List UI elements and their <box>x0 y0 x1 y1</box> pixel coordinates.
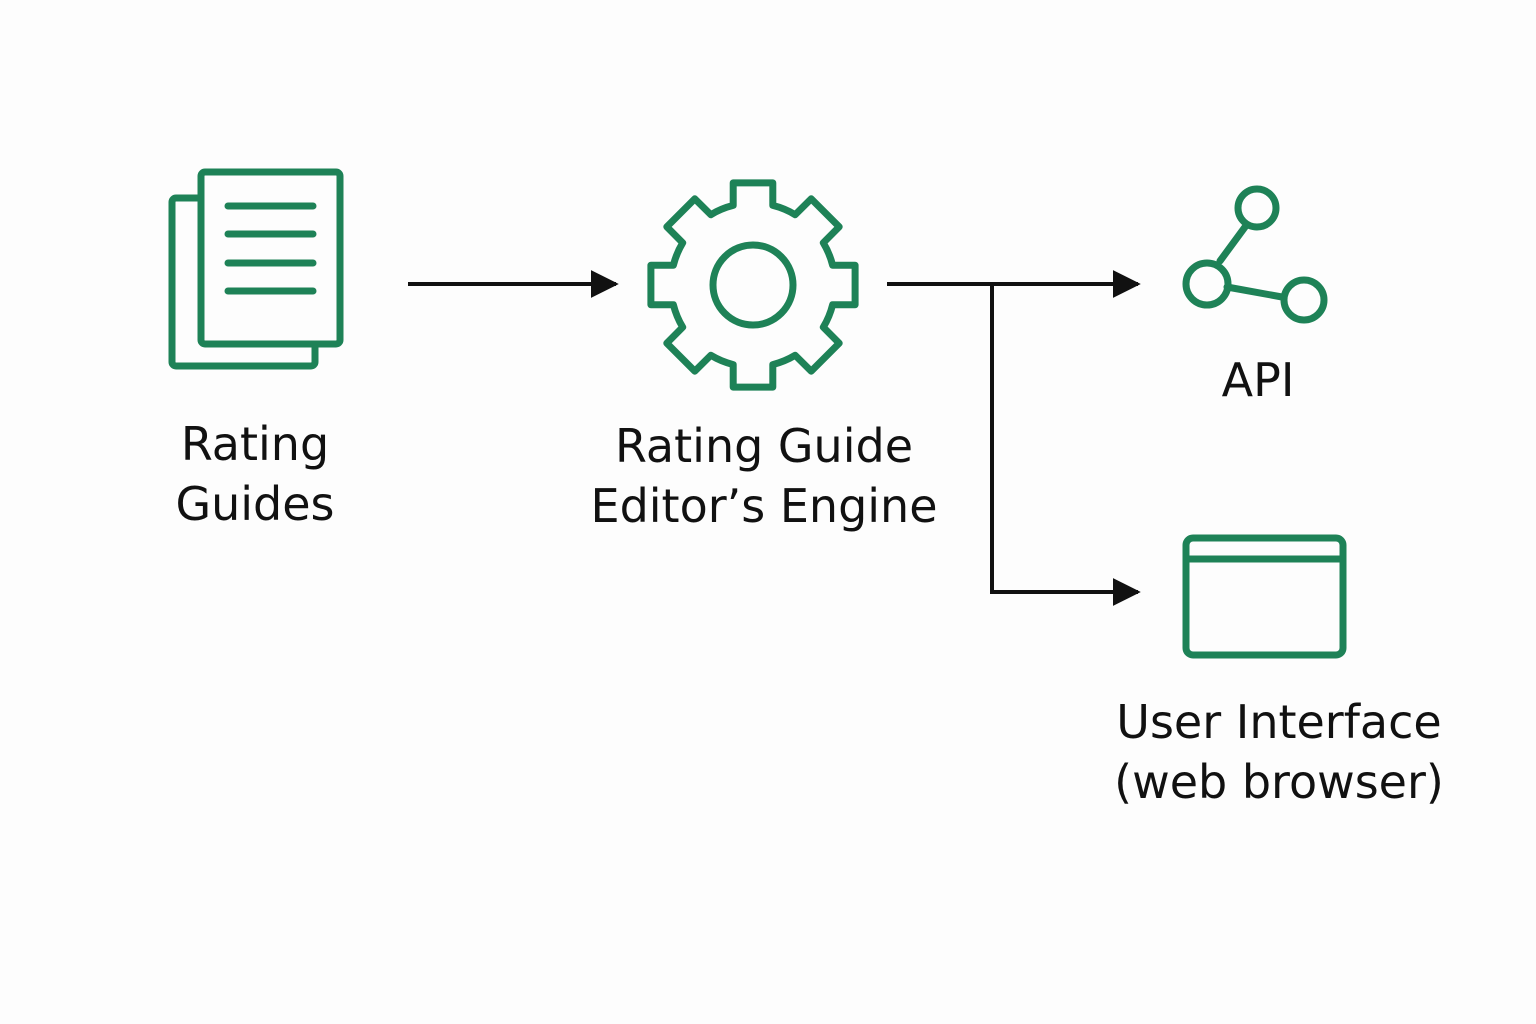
gear-icon <box>647 179 859 391</box>
rating-guides-label-line2: Guides <box>175 477 335 531</box>
engine-label-line2: Editor’s Engine <box>590 479 938 533</box>
documents-icon <box>168 168 344 370</box>
engine-label-line1: Rating Guide <box>614 419 913 473</box>
user-interface-label-line2: (web browser) <box>1114 755 1444 809</box>
share-nodes-icon <box>1182 185 1328 324</box>
engine-label: Rating Guide Editor’s Engine <box>564 416 964 536</box>
user-interface-label: User Interface (web browser) <box>1079 692 1479 812</box>
user-interface-label-line1: User Interface <box>1116 695 1442 749</box>
api-label: API <box>1158 350 1358 410</box>
browser-window-icon <box>1182 534 1347 659</box>
api-label-text: API <box>1221 353 1295 407</box>
rating-guides-label: Rating Guides <box>105 414 405 534</box>
edge-engine-to-ui <box>990 284 1141 606</box>
rating-guides-label-line1: Rating <box>180 417 330 471</box>
